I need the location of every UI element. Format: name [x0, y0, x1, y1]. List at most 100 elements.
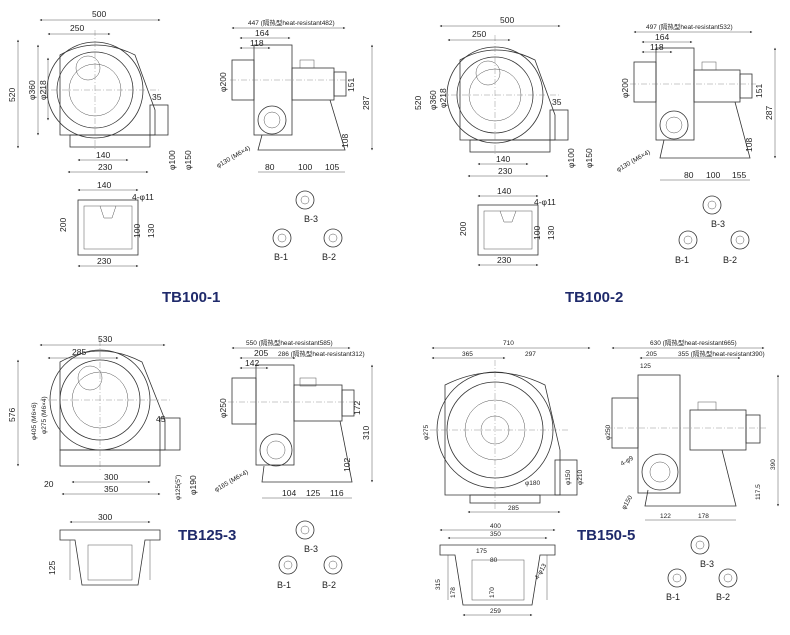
dim-side-e: 108 [744, 138, 754, 152]
orientation-views-tb125-3: B-3 B-1 B-2 [277, 520, 343, 590]
dim-d-pipe: φ150 [565, 470, 572, 485]
dim-d-flange: φ150 [183, 150, 193, 170]
dim-half: 285 [72, 347, 86, 357]
orient-b3: B-3 [711, 219, 725, 229]
dim-d-pipe: φ100 [566, 148, 576, 168]
dim-outlet: 35 [152, 92, 162, 102]
dim-side-h: 310 [361, 426, 371, 440]
dim-base-holes: 4-φ13 [534, 562, 549, 581]
dim-foot-h: 20 [44, 479, 54, 489]
dim-side-c: 172 [352, 401, 362, 415]
dim-right: 297 [525, 351, 536, 358]
dim-side-g: 178 [698, 513, 709, 520]
dim-side-f: 80 [684, 170, 694, 180]
orient-b2: B-2 [716, 592, 730, 602]
dim-base-a: 350 [490, 531, 501, 538]
model-tb150-5: 710 365 297 φ275 φ180 φ150 φ210 285 630 … [423, 338, 780, 617]
dim-left: 365 [462, 351, 473, 358]
dim-d-ring: 4-φ9 [620, 455, 636, 468]
orient-b1: B-1 [277, 580, 291, 590]
dim-base-holes: 4-φ11 [534, 197, 556, 207]
dim-side-e: 108 [340, 134, 350, 148]
dim-side-total: 630 (隔热型heat-resistant665) [650, 338, 737, 347]
dim-base-f: 259 [490, 608, 501, 615]
side-view-tb100-1: 447 (隔热型heat-resistant482) 164 118 φ200 … [216, 18, 374, 173]
dim-base-w: 400 [490, 523, 501, 530]
dim-base-w: 230 [497, 255, 511, 265]
orientation-views-tb100-2: B-3 B-1 B-2 [675, 195, 750, 265]
dim-side-g: 100 [706, 170, 720, 180]
dim-d-inner: φ218 [438, 88, 448, 108]
dim-base-w: 230 [97, 256, 111, 266]
orient-b1: B-1 [675, 255, 689, 265]
base-plan-tb125-3: 300 125 [47, 512, 161, 586]
dim-side-h: 287 [361, 96, 371, 110]
orient-b1: B-1 [274, 252, 288, 262]
dim-side-a: 164 [655, 32, 669, 42]
dim-side-e: 117.5 [755, 484, 762, 500]
dim-side-f: 122 [660, 513, 671, 520]
dim-side-b: 118 [250, 38, 264, 48]
dim-d-outer: φ275 [423, 425, 430, 440]
model-title: TB125-3 [178, 527, 236, 544]
dim-side-i: 155 [732, 170, 746, 180]
dim-d-inlet: φ250 [218, 398, 228, 418]
orientation-views-tb150-5: B-3 B-1 B-2 [666, 535, 738, 602]
dim-d-ring: φ130 (M6×4) [616, 149, 652, 174]
dim-d-inner: φ275 (M6×4) [41, 396, 48, 434]
dim-side-total: 447 (隔热型heat-resistant482) [248, 18, 335, 27]
dim-base-h: 200 [458, 222, 468, 236]
dim-base-b: 100 [532, 226, 542, 240]
dim-base-b: 100 [132, 224, 142, 238]
base-plan-tb150-5: 400 350 175 80 315 178 170 259 4-φ13 [435, 523, 556, 617]
base-plan-tb100-2: 140 4-φ11 200 100 130 230 [458, 186, 556, 267]
dim-foot: 285 [508, 505, 519, 512]
dim-side-c0: 142 [245, 358, 259, 368]
dim-side-c0: 125 [640, 363, 651, 370]
orient-b2: B-2 [723, 255, 737, 265]
model-tb100-1: 500 250 520 φ360 φ218 35 φ100 φ150 140 2… [7, 9, 374, 306]
orient-b3: B-3 [304, 544, 318, 554]
dim-base-e: 170 [489, 587, 496, 598]
dim-side-a: 205 [254, 348, 268, 358]
dim-d-foot: φ150 [621, 494, 635, 511]
dim-d-pipe: φ125(5") [175, 475, 182, 500]
side-view-tb150-5: 630 (隔热型heat-resistant665) 205 355 (隔热型h… [605, 338, 780, 521]
dim-d-inlet: φ200 [620, 78, 630, 98]
front-view-tb150-5: 710 365 297 φ275 φ180 φ150 φ210 285 [423, 340, 591, 514]
dim-side-e: 102 [342, 458, 352, 472]
dim-side-g: 125 [306, 488, 320, 498]
dim-side-b: 355 (隔热型heat-resistant390) [678, 349, 765, 358]
dim-height: 576 [7, 408, 17, 422]
dim-side-c: 151 [346, 78, 356, 92]
dim-side-total: 497 (隔热型heat-resistant532) [646, 22, 733, 31]
dim-outlet: 45 [156, 414, 166, 424]
dim-width: 500 [500, 15, 514, 25]
dim-d-pipe: φ100 [167, 150, 177, 170]
dim-foot-a: 140 [496, 154, 510, 164]
orient-b2: B-2 [322, 252, 336, 262]
dim-base-a: 140 [497, 186, 511, 196]
dim-d-inlet: φ250 [605, 425, 612, 440]
dim-height: 520 [7, 88, 17, 102]
dim-side-i: 105 [325, 162, 339, 172]
dim-base-holes: 4-φ11 [132, 192, 154, 202]
dim-base-b: 175 [476, 548, 487, 555]
side-view-tb125-3: 550 (隔热型heat-resistant585) 205 286 (隔热型h… [214, 338, 374, 499]
dim-d-flange: φ190 [188, 475, 198, 495]
dim-d-flange: φ150 [584, 148, 594, 168]
front-view-tb125-3: 530 285 576 φ405 (M6×6) φ275 (M6×4) 45 φ… [7, 334, 198, 500]
dim-side-h: 390 [770, 459, 777, 470]
dim-side-a: 164 [255, 28, 269, 38]
dim-base-h: 125 [47, 561, 57, 575]
dim-d-outer: φ360 [27, 80, 37, 100]
dim-d-outer: φ360 [428, 90, 438, 110]
dim-side-f: 80 [265, 162, 275, 172]
dim-base-d: 178 [450, 587, 457, 598]
orientation-views-tb100-1: B-3 B-1 B-2 [272, 190, 343, 262]
dim-d-inlet: φ200 [218, 72, 228, 92]
dim-side-c: 151 [754, 84, 764, 98]
dim-side-i: 116 [330, 488, 344, 498]
